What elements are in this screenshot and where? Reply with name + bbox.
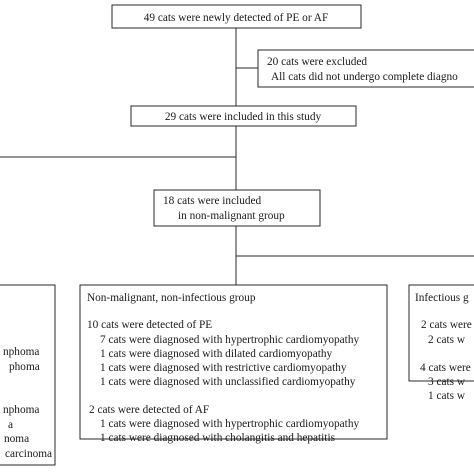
non-infectious-line-2: 7 cats were diagnosed with hypertrophic … xyxy=(100,334,359,346)
left-partial-box xyxy=(0,284,56,466)
non-infectious-box xyxy=(79,284,388,440)
infectious-title: Infectious g xyxy=(415,292,469,304)
left-text-2: phoma xyxy=(9,361,40,373)
non-infectious-line-7: 1 cats were diagnosed with hypertrophic … xyxy=(100,418,359,430)
left-text-3: nphoma xyxy=(3,404,39,416)
non-malignant-text-2: in non-malignant group xyxy=(178,210,285,222)
left-text-1: nphoma xyxy=(3,346,39,358)
detected-text: 49 cats were newly detected of PE or AF xyxy=(144,12,328,24)
non-malignant-text-1: 18 cats were included xyxy=(163,195,262,207)
infectious-box xyxy=(408,284,474,382)
left-text-5: noma xyxy=(4,433,29,445)
non-infectious-title: Non-malignant, non-infectious group xyxy=(87,292,256,304)
excluded-text-1: 20 cats were excluded xyxy=(267,56,367,68)
non-infectious-line-8: 1 cats were diagnosed with cholangitis a… xyxy=(100,432,335,444)
infectious-line-3: 4 cats were xyxy=(420,362,471,374)
excluded-text-2: All cats did not undergo complete diagno xyxy=(271,71,458,83)
included-text: 29 cats were included in this study xyxy=(165,111,322,123)
non-infectious-line-6: 2 cats were detected of AF xyxy=(89,404,209,416)
non-infectious-line-3: 1 cats were diagnosed with dilated cardi… xyxy=(100,348,332,360)
detected-box xyxy=(111,4,362,29)
non-infectious-line-4: 1 cats were diagnosed with restrictive c… xyxy=(100,362,347,374)
infectious-line-5: 1 cats w xyxy=(428,390,466,402)
included-box xyxy=(130,105,357,127)
non-infectious-line-1: 10 cats were detected of PE xyxy=(87,319,212,331)
left-text-6: carcinoma xyxy=(5,448,52,460)
left-text-4: a xyxy=(8,419,13,431)
infectious-line-1: 2 cats were xyxy=(421,319,472,331)
infectious-line-2: 2 cats w xyxy=(428,334,466,346)
excluded-box xyxy=(257,49,474,88)
infectious-line-4: 3 cats w xyxy=(428,376,466,388)
non-infectious-line-5: 1 cats were diagnosed with unclassified … xyxy=(100,376,356,388)
non-malignant-box xyxy=(153,189,321,227)
